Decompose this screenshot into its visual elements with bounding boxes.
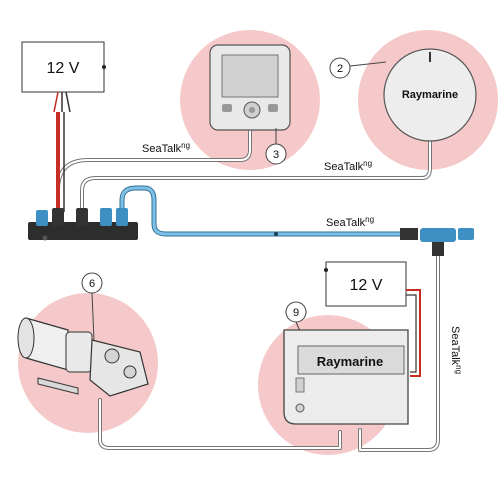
drive-pump-unit <box>17 317 149 397</box>
callout-compass: 2 <box>329 57 387 79</box>
right-power-wire <box>406 289 421 377</box>
power-supply-top: 12 V <box>21 41 106 93</box>
blue-terminator <box>36 210 48 226</box>
display-cable-label: SeaTalkng <box>142 141 190 155</box>
vertical-drop-label: SeaTalkng <box>449 326 463 374</box>
svg-text:6: 6 <box>89 278 95 290</box>
svg-text:2: 2 <box>337 63 343 75</box>
compass-cable-label: SeaTalkng <box>324 159 372 173</box>
course-computer-unit: Raymarine <box>283 329 409 425</box>
t-piece-connector <box>400 228 474 256</box>
svg-text:3: 3 <box>273 149 279 161</box>
callout-display: 3 <box>265 128 287 165</box>
compass-brand-logo: Raymarine <box>402 89 458 101</box>
callout-pump: 6 <box>81 272 103 341</box>
power-supply-right-label: 12 V <box>350 277 383 294</box>
power-supply-top-label: 12 V <box>47 60 80 77</box>
compass-unit: Raymarine <box>383 48 477 142</box>
course-computer-brand-logo: Raymarine <box>317 354 383 369</box>
power-supply-right: 12 V <box>324 261 407 307</box>
seatalk-backbone <box>119 185 405 237</box>
svg-text:9: 9 <box>293 307 299 319</box>
backbone-label: SeaTalkng <box>326 215 374 229</box>
power-wires <box>53 91 71 212</box>
callout-course-computer: 9 <box>285 301 307 337</box>
display-unit <box>209 44 291 131</box>
seatalk-connector-block <box>28 208 138 241</box>
